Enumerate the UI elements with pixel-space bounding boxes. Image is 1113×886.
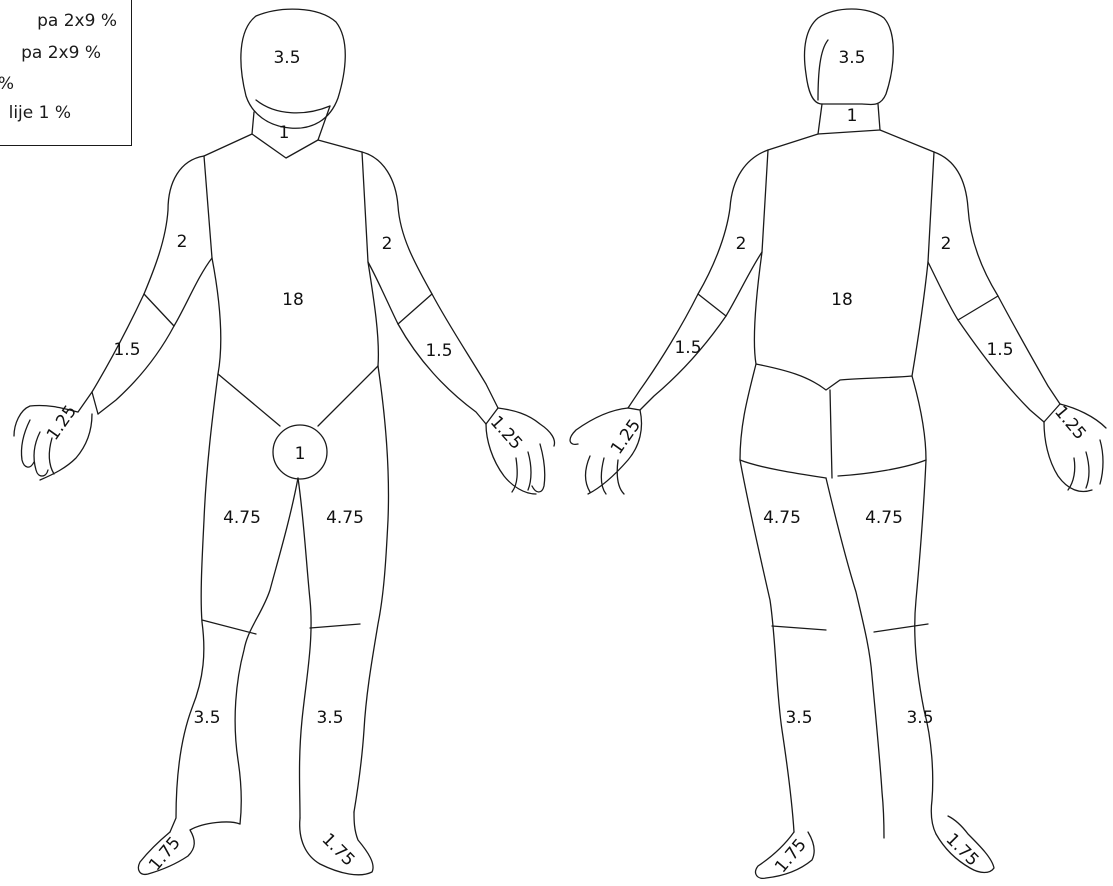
- front-lower-leg-right-label: 3.5: [316, 708, 343, 728]
- front-arm-left-outline: [78, 156, 212, 414]
- back-body-figure: [570, 9, 1106, 878]
- front-lower-leg-left-label: 3.5: [193, 708, 220, 728]
- legend-box: pa 2x9 % pa 2x9 % % lije 1 %: [0, 0, 132, 146]
- legend-line-1: pa 2x9 %: [37, 11, 117, 31]
- front-leg-right-outline: [298, 366, 389, 818]
- legend-line-3: %: [0, 74, 14, 94]
- back-buttocks-outline: [740, 364, 926, 478]
- front-upper-arm-right-label: 2: [382, 234, 393, 254]
- legend-line-4: lije 1 %: [9, 103, 71, 123]
- back-forearm-left-label: 1.5: [674, 338, 701, 358]
- front-trunk-label: 18: [282, 290, 304, 310]
- back-forearm-right-label: 1.5: [986, 340, 1013, 360]
- back-trunk-label: 18: [831, 290, 853, 310]
- front-hand-left-label: 1.25: [43, 402, 81, 444]
- back-arm-right-outline: [928, 152, 1060, 422]
- back-upper-arm-right-label: 2: [941, 234, 952, 254]
- back-lower-leg-right-label: 3.5: [906, 708, 933, 728]
- back-upper-arm-left-label: 2: [736, 234, 747, 254]
- back-lower-leg-left-label: 3.5: [785, 708, 812, 728]
- front-neck-label: 1: [279, 123, 290, 143]
- back-leg-right-outline: [915, 460, 936, 834]
- back-arm-left-outline: [628, 150, 768, 410]
- back-trunk-outline: [754, 150, 934, 376]
- front-leg-left-outline: [170, 374, 298, 832]
- front-foot-left-label: 1.75: [145, 833, 185, 875]
- front-thigh-left-label: 4.75: [223, 508, 261, 528]
- front-trunk-outline: [204, 152, 378, 374]
- front-arm-right-outline: [362, 152, 498, 424]
- front-region-labels: 3.5 1 18 2 2 1.5 1.5 1.25 1.25 1 4.75 4.…: [43, 48, 526, 875]
- back-region-labels: 3.5 1 18 2 2 1.5 1.5 1.25 1.25 4.75 4.75…: [607, 48, 1090, 877]
- front-head-outline: [241, 9, 345, 128]
- front-hand-left-outline: [14, 405, 92, 480]
- front-head-label: 3.5: [273, 48, 300, 68]
- front-forearm-right-label: 1.5: [425, 341, 452, 361]
- front-hand-right-label: 1.25: [486, 412, 526, 454]
- front-upper-arm-left-label: 2: [177, 232, 188, 252]
- back-leg-left-outline: [740, 460, 884, 838]
- back-thigh-right-label: 4.75: [865, 508, 903, 528]
- front-thigh-right-label: 4.75: [326, 508, 364, 528]
- legend-line-2: pa 2x9 %: [21, 43, 101, 63]
- back-head-label: 3.5: [838, 48, 865, 68]
- front-foot-right-label: 1.75: [318, 830, 359, 871]
- back-thigh-left-label: 4.75: [763, 508, 801, 528]
- back-foot-left-label: 1.75: [771, 835, 811, 877]
- back-hand-left-label: 1.25: [607, 416, 645, 458]
- back-neck-label: 1: [847, 106, 858, 126]
- front-forearm-left-label: 1.5: [113, 340, 140, 360]
- front-genitals-label: 1: [295, 444, 306, 464]
